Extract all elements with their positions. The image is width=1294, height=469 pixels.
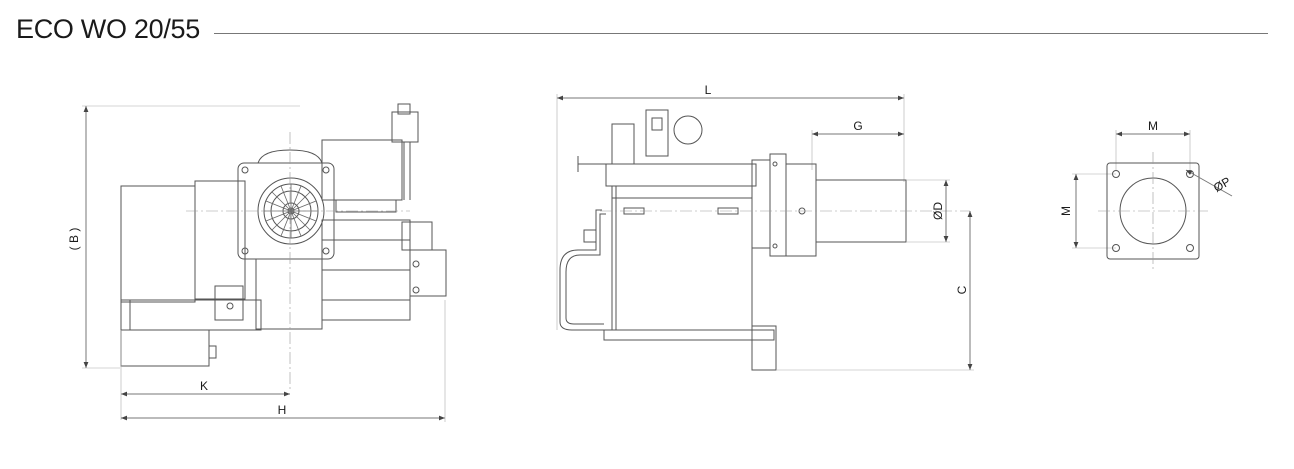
flange-view — [1072, 130, 1233, 270]
side-view — [556, 94, 974, 371]
dim-label-c: C — [955, 285, 969, 294]
control-box — [120, 329, 210, 367]
motor-housing — [120, 185, 196, 303]
dim-label-b: ( B ) — [67, 228, 81, 251]
dim-line-p — [1185, 169, 1233, 197]
front-view — [82, 103, 447, 422]
dim-label-p: ØP — [1211, 174, 1233, 195]
title-underline — [214, 33, 1268, 34]
dim-label-g: G — [853, 119, 862, 133]
dim-label-l: L — [705, 83, 712, 97]
dim-label-m-side: M — [1059, 206, 1073, 216]
dim-label-k: K — [200, 379, 208, 393]
dim-label-h: H — [278, 403, 287, 417]
dim-label-d: ØD — [931, 202, 945, 220]
drawing-title: ECO WO 20/55 — [16, 14, 200, 44]
dim-label-m-top: M — [1148, 119, 1158, 133]
